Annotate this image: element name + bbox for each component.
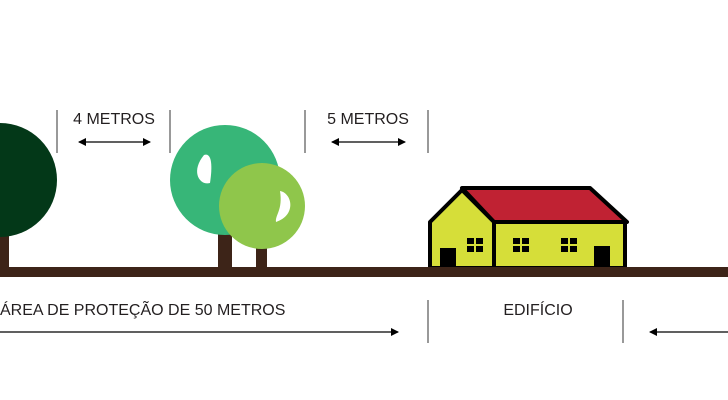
window <box>513 238 529 252</box>
leaf-highlight <box>275 191 291 222</box>
dark-tree <box>0 123 57 268</box>
leaf-highlight <box>197 154 212 184</box>
door <box>440 248 456 268</box>
door <box>594 246 610 268</box>
window <box>561 238 577 252</box>
4m-label: 4 METROS <box>73 111 155 128</box>
5m-label: 5 METROS <box>327 111 409 128</box>
protection-area-label: ÁREA DE PROTEÇÃO DE 50 METROS <box>0 299 285 319</box>
light-tree <box>219 163 305 268</box>
window <box>467 238 483 252</box>
dimension-lines <box>56 110 624 343</box>
ground <box>0 267 728 277</box>
house <box>428 186 629 270</box>
building-label: EDIFÍCIO <box>503 300 572 319</box>
